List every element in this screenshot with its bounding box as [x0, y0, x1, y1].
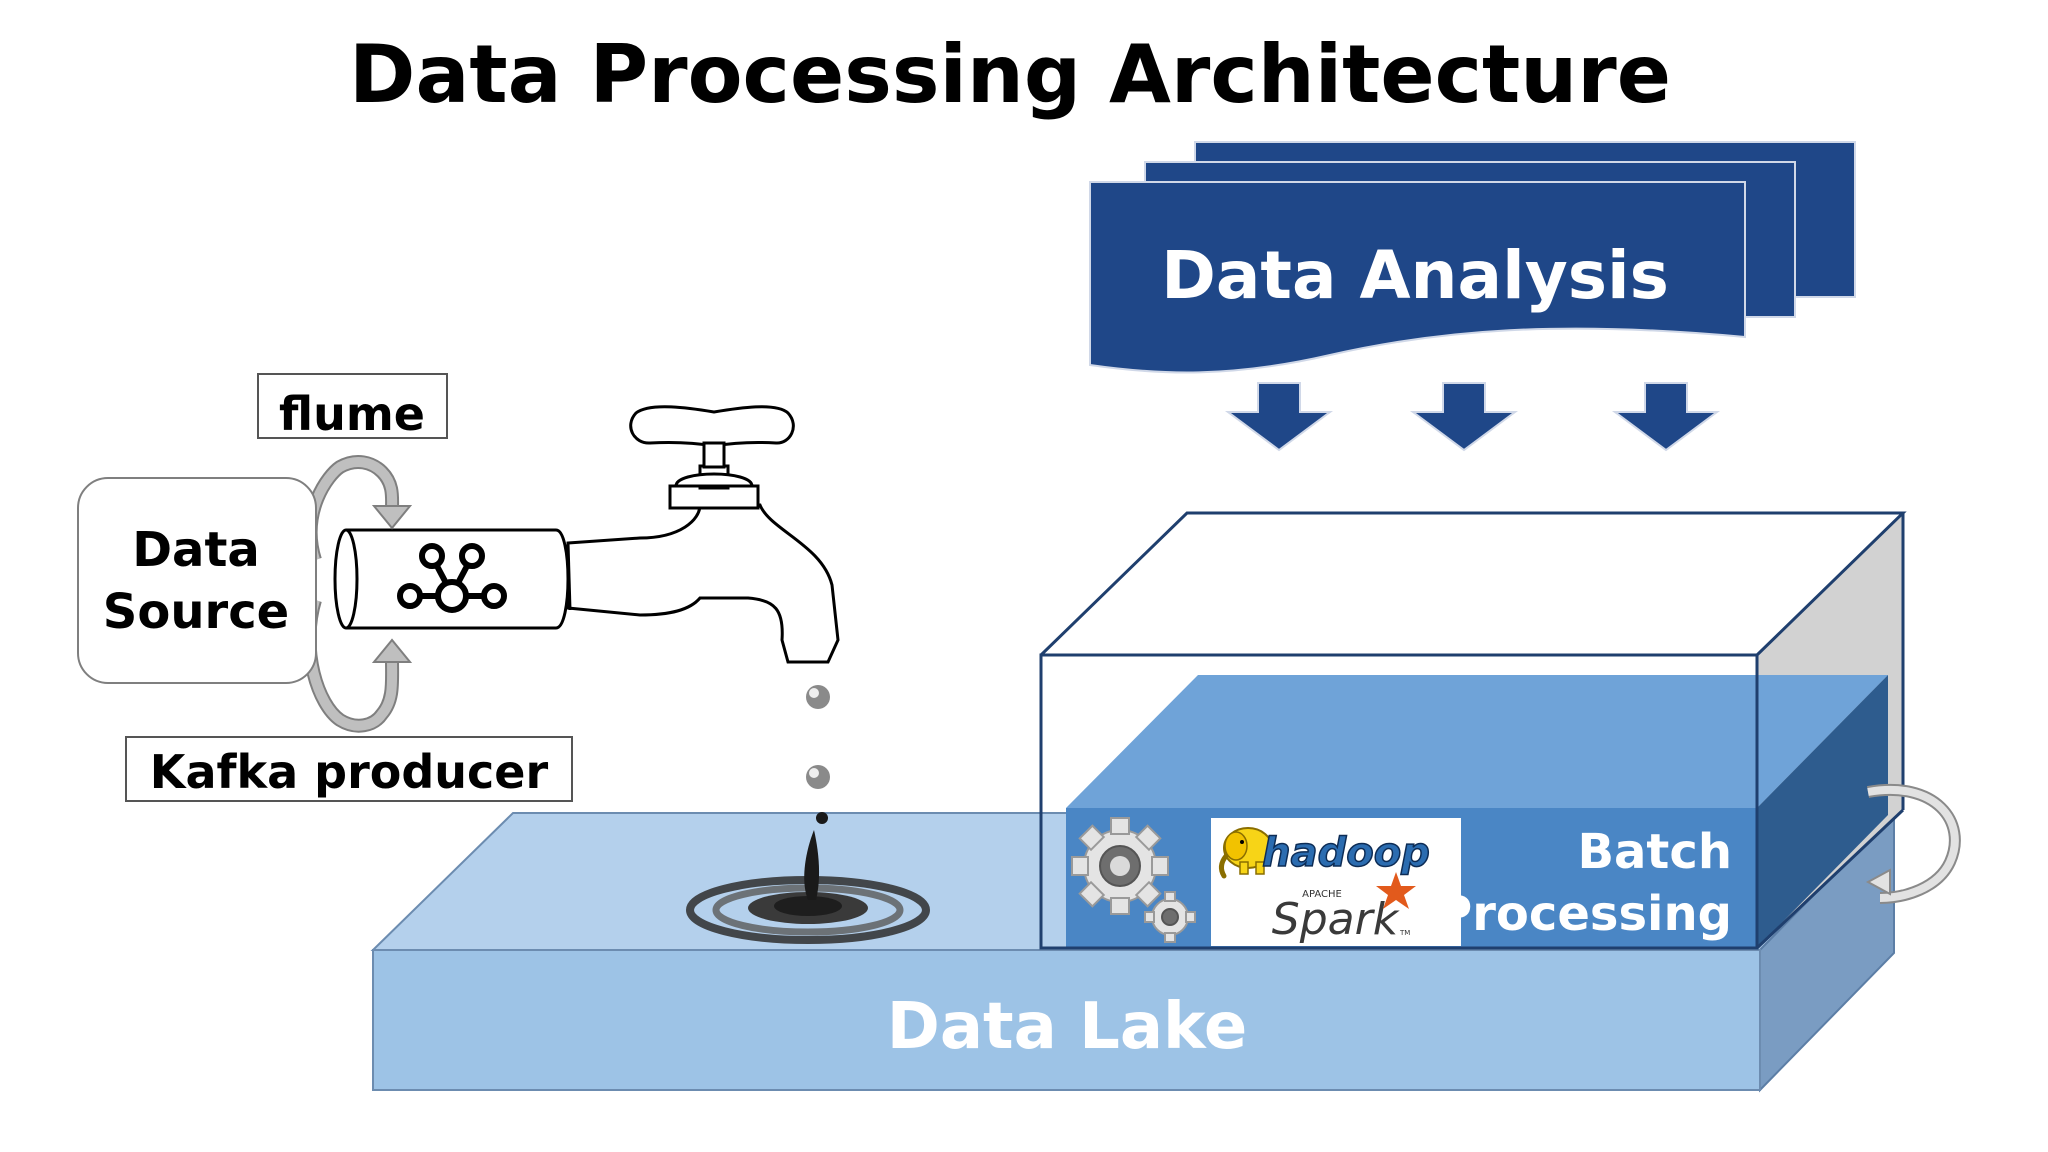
- down-arrow-icon: [1409, 382, 1519, 452]
- glass-box-top-edge: [1039, 511, 1907, 657]
- diagram-title: Data Processing Architecture: [349, 28, 1671, 121]
- batch-label-line2: Processing: [1437, 886, 1732, 942]
- data-lake-label: Data Lake: [887, 990, 1248, 1064]
- water-drop-icon: [806, 685, 830, 709]
- flume-label-box: flume: [257, 373, 448, 441]
- cycle-arrow-icon: [1865, 784, 1961, 904]
- batch-water-side: [1757, 675, 1888, 948]
- lake-front-face: [372, 949, 1761, 1091]
- data-analysis-stack: Data Analysis: [1089, 141, 1856, 374]
- kafka-pipe: [333, 528, 570, 630]
- data-source-label-line1: Data: [132, 522, 260, 578]
- data-analysis-label: Data Analysis: [1161, 237, 1669, 314]
- batch-water-top: [1066, 675, 1888, 808]
- water-drop-icon: [806, 765, 830, 789]
- batch-processing-box: hadoop APACHE Spark TM Batch Processing: [1039, 511, 1961, 950]
- kafka-producer-label-box: Kafka producer: [125, 736, 573, 802]
- kafka-producer-label: Kafka producer: [150, 745, 549, 799]
- down-arrow-icon: [1611, 382, 1721, 452]
- water-splash-icon: [686, 812, 930, 944]
- spark-star-icon: [1376, 872, 1416, 909]
- apache-logo-text: APACHE: [1302, 889, 1342, 900]
- flume-label: flume: [279, 387, 425, 441]
- spark-tm-text: TM: [1399, 929, 1410, 937]
- kafka-cluster-icon: [397, 543, 507, 613]
- faucet-icon: [566, 405, 840, 664]
- logo-panel: hadoop APACHE Spark TM: [1211, 818, 1461, 946]
- water-drops: [806, 685, 830, 789]
- data-source-box: Data Source: [77, 477, 317, 684]
- hadoop-logo-text: hadoop: [1262, 830, 1430, 876]
- down-arrow-icon: [1224, 382, 1334, 452]
- hadoop-elephant-icon: [1218, 827, 1273, 879]
- spark-logo-text: Spark: [1272, 894, 1400, 945]
- gears-icon: [1071, 817, 1196, 943]
- analysis-sheet-front: [1089, 181, 1746, 374]
- batch-label-line1: Batch: [1577, 824, 1732, 880]
- down-arrows: [1224, 382, 1721, 452]
- glass-box-front-edge: [1039, 653, 1759, 950]
- data-source-label-line2: Source: [103, 584, 289, 640]
